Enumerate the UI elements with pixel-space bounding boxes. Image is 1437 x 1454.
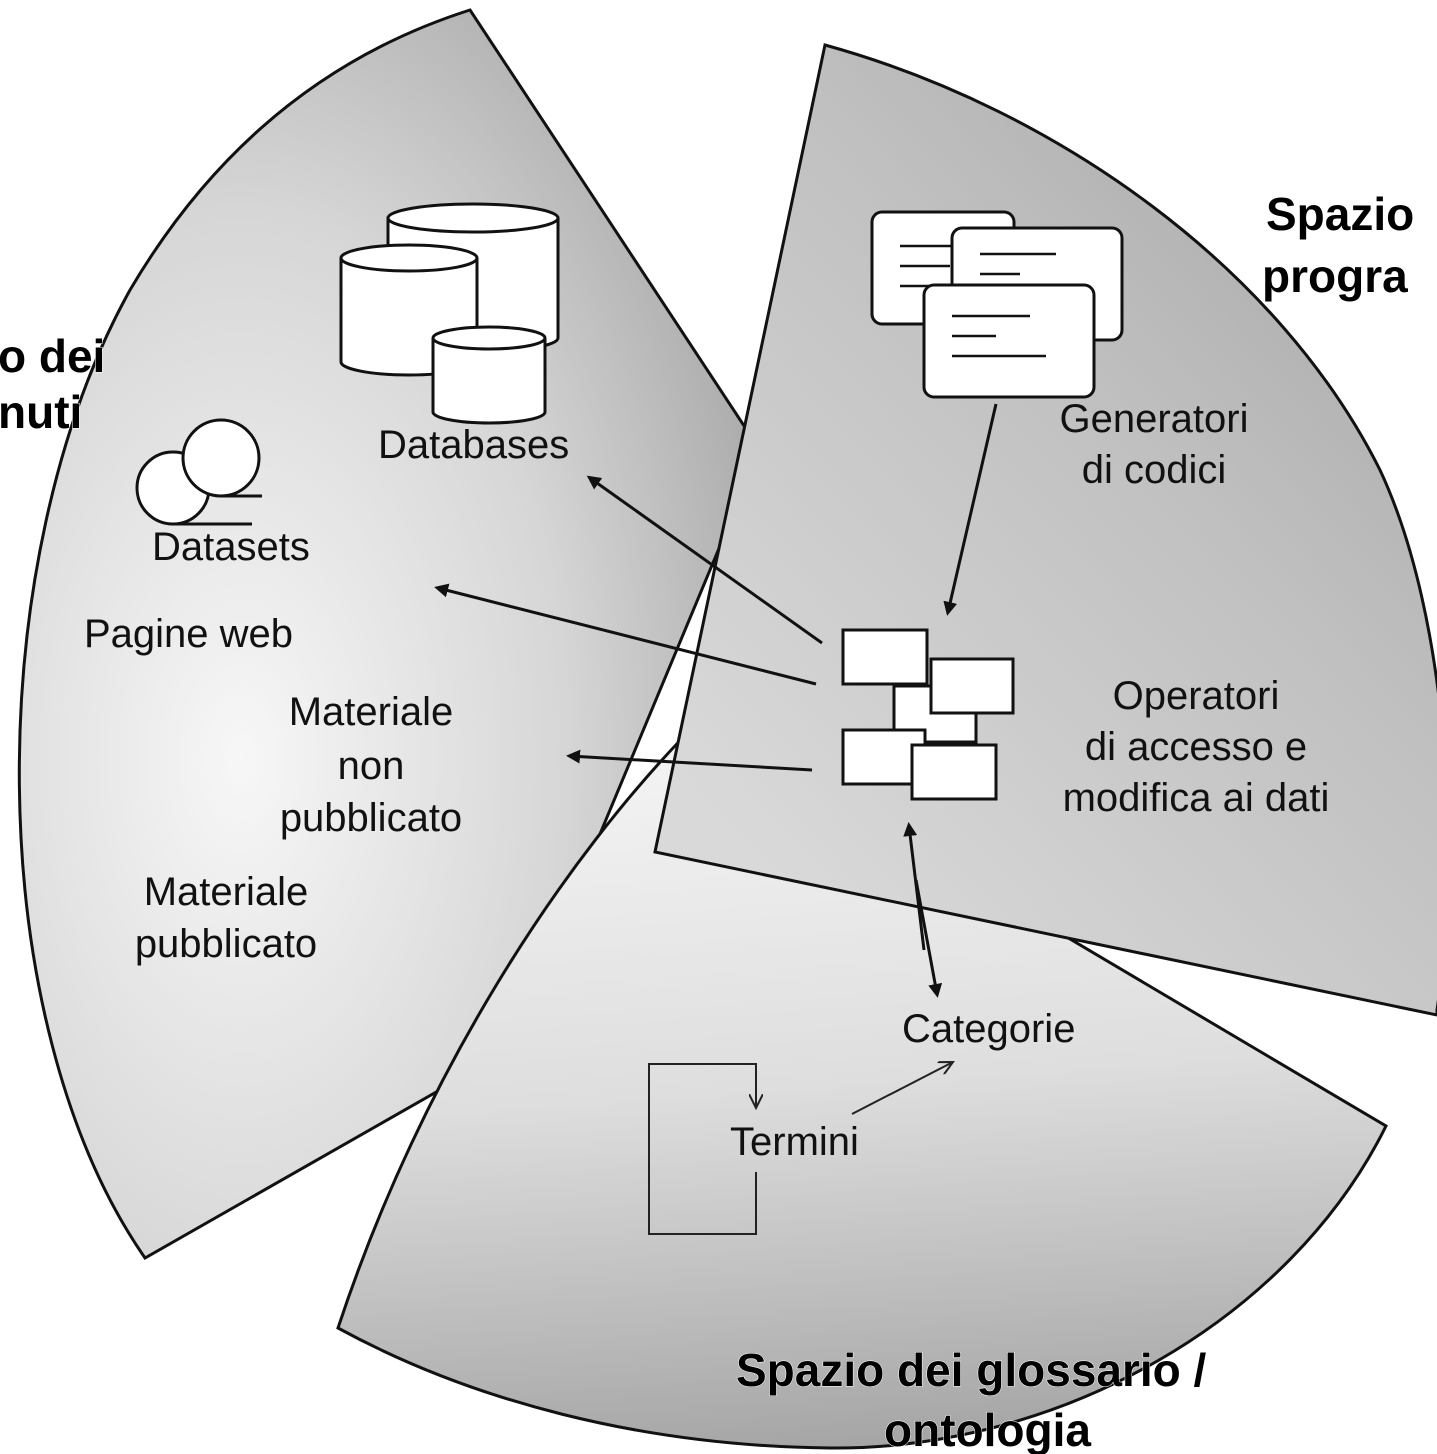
datasets-icon (135, 418, 262, 526)
label-materiale-non-pubblicato-1: Materiale (289, 690, 454, 734)
glossary-title-line1: Spazio dei glossario / (736, 1344, 1207, 1396)
arrow-operators-categorie (914, 879, 943, 998)
contents-title-line2: nuti (0, 386, 82, 438)
databases-icon (339, 202, 560, 425)
arrow-termini-categorie (851, 1062, 953, 1115)
glossary-title-line2: ontologia (884, 1404, 1091, 1454)
termini-loop (648, 1063, 756, 1235)
arrow-operators-materiale (566, 749, 813, 772)
label-generatori-1: Generatori (1060, 397, 1249, 441)
label-operatori-2: di accesso e (1085, 725, 1307, 769)
label-materiale-pubblicato-2: pubblicato (135, 922, 317, 966)
label-operatori-1: Operatori (1113, 674, 1280, 718)
label-categorie: Categorie (902, 1007, 1075, 1051)
label-materiale-non-pubblicato-3: pubblicato (280, 796, 462, 840)
label-materiale-non-pubblicato-2: non (338, 744, 405, 788)
code-generators-icon (870, 210, 1124, 399)
arrow-operators-pagine (434, 583, 817, 686)
label-datasets: Datasets (152, 525, 310, 569)
label-pagine-web: Pagine web (84, 612, 293, 656)
label-termini: Termini (730, 1120, 859, 1164)
glossary-sector (336, 718, 1388, 1450)
label-operatori-3: modifica ai dati (1063, 776, 1330, 820)
label-generatori-2: di codici (1082, 448, 1227, 492)
arrow-operators-databases (586, 475, 823, 645)
label-materiale-pubblicato-1: Materiale (144, 870, 309, 914)
label-databases: Databases (378, 423, 569, 467)
contents-title-line1: o dei (0, 330, 105, 382)
arrow-generators-operators (943, 403, 998, 616)
contents-sector (17, 8, 762, 1260)
operators-icon (841, 628, 1015, 801)
programs-title-line2: progra (1262, 250, 1408, 302)
programs-title-line1: Spazio (1266, 188, 1414, 240)
